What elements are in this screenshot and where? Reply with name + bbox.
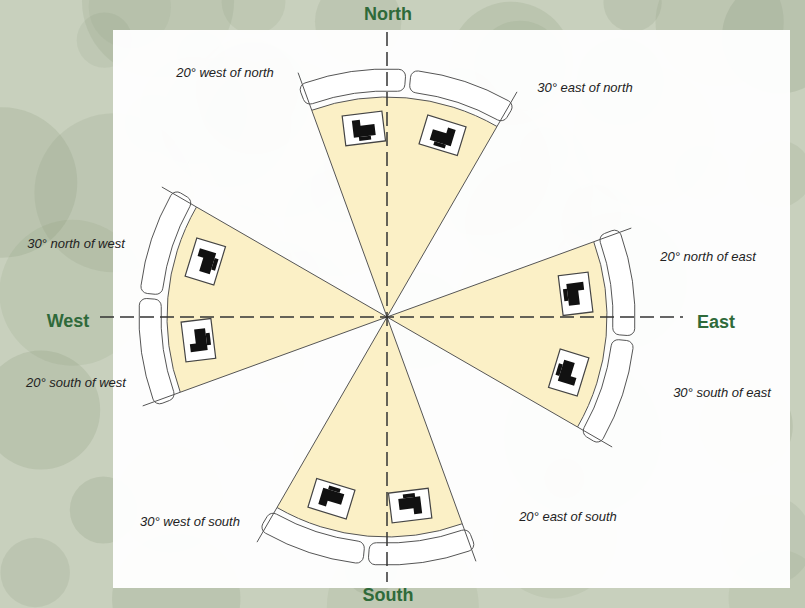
curb-band	[139, 298, 174, 403]
lot-outline	[558, 272, 593, 315]
building-icon	[549, 349, 589, 396]
curb-band	[368, 530, 473, 565]
building-shape	[188, 328, 208, 352]
building-shape	[558, 360, 581, 386]
building-entry	[359, 136, 371, 141]
white-panel	[113, 30, 790, 588]
angle-label: 20° north of east	[660, 250, 756, 264]
lot-outline	[185, 238, 225, 285]
lot-outline	[342, 111, 385, 146]
building-icon	[419, 115, 466, 155]
building-shape	[398, 496, 422, 516]
extension-line	[497, 92, 517, 127]
foliage-blob	[222, 0, 286, 34]
curb-band	[410, 71, 512, 121]
compass-direction: East	[697, 313, 735, 333]
lot-outline	[181, 318, 216, 361]
building-icon	[388, 488, 431, 523]
foliage-blob	[603, 0, 661, 32]
building-entry	[555, 363, 562, 376]
lot-outline	[308, 479, 355, 519]
angle-label: 20° south of west	[26, 376, 126, 390]
extension-line	[578, 427, 613, 447]
foliage-blob	[0, 107, 77, 258]
building-icon	[558, 272, 593, 315]
curb-band	[300, 69, 405, 104]
curb-band	[600, 230, 635, 335]
building-icon	[308, 479, 355, 519]
building-shape	[352, 118, 376, 138]
extension-line	[143, 392, 181, 406]
building-shape	[566, 282, 586, 306]
curb-band	[262, 513, 364, 563]
foliage-blob	[0, 538, 70, 608]
angle-label: 30° south of east	[673, 386, 771, 400]
orientation-wedge	[312, 97, 497, 317]
angle-label: 30° north of west	[27, 237, 125, 251]
lot-outline	[549, 349, 589, 396]
angle-label: 20° west of north	[176, 66, 274, 80]
compass-direction: West	[47, 312, 90, 332]
building-shape	[430, 123, 456, 146]
building-icon	[181, 318, 216, 361]
building-icon	[185, 238, 225, 285]
building-entry	[206, 333, 211, 345]
lot-outline	[419, 115, 466, 155]
building-entry	[328, 485, 341, 492]
north-south-axis	[386, 32, 388, 582]
curb-band	[141, 192, 191, 294]
building-entry	[211, 258, 218, 271]
angle-label: 20° east of south	[519, 510, 617, 524]
orientation-wedge	[277, 317, 462, 537]
compass-direction: North	[364, 5, 412, 25]
compass-direction: South	[363, 586, 414, 606]
angle-label: 30° west of south	[140, 515, 240, 529]
east-west-axis	[100, 316, 683, 318]
curb-band	[583, 340, 633, 442]
building-icon	[342, 111, 385, 146]
extension-line	[162, 187, 197, 207]
extension-line	[462, 524, 476, 562]
orientation-wedge	[387, 242, 607, 427]
extension-line	[594, 228, 632, 242]
building-entry	[403, 493, 415, 498]
angle-label: 30° east of north	[537, 81, 633, 95]
building-entry	[563, 289, 568, 301]
orientation-wedge	[167, 207, 387, 392]
building-entry	[433, 141, 446, 148]
extension-line	[298, 73, 312, 111]
foliage-blob	[0, 351, 100, 470]
extension-line	[257, 508, 277, 543]
building-shape	[193, 248, 216, 274]
building-shape	[318, 488, 344, 511]
lot-outline	[388, 488, 431, 523]
